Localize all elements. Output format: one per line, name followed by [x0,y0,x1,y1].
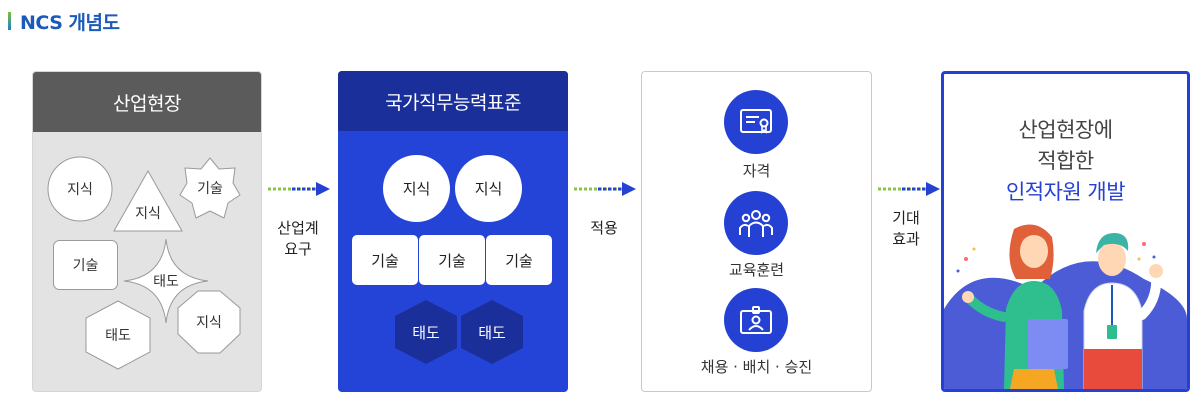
shape-label: 기술 [72,258,99,274]
certification-label: 자격 [742,162,771,180]
industry-field-header: 산업현장 [33,72,261,132]
industry-demand-label: 산업계 요구 [266,218,330,260]
knowledge-octagon-shape: 지식 [177,290,241,354]
application-label: 적용 [590,219,618,237]
attitude-label: 태도 [412,323,440,342]
ncs-standard-header: 국가직무능력표준 [338,71,568,131]
shape-label: 지식 [196,315,222,331]
skill-box: 기술 [419,235,485,285]
attitude-hexagon: 태도 [460,299,524,365]
knowledge-circle: 지식 [455,155,522,222]
arrow-right-icon [268,181,330,196]
arrow-label-line: 요구 [284,240,312,258]
shape-label: 태도 [105,328,131,344]
page-title: NCS 개념도 [8,10,120,34]
skill-box: 기술 [486,235,552,285]
result-line: 산업현장에 [1018,118,1113,142]
arrow-label-line: 효과 [892,230,920,248]
title-accent-bar [8,12,11,30]
education-training-label: 교육훈련 [728,261,785,279]
knowledge-circle-shape: 지식 [47,156,113,222]
arrow-right-icon [574,181,636,196]
attitude-astroid-shape: 태도 [123,238,209,324]
arrow-right-icon [878,181,940,196]
page-title-text: NCS 개념도 [20,11,120,34]
shape-label: 지식 [67,182,93,198]
expected-effect-label: 기대 효과 [874,208,938,250]
arrow-label-line: 기대 [892,209,920,227]
attitude-label: 태도 [478,323,506,342]
knowledge-circle: 지식 [383,155,450,222]
shape-label: 태도 [153,274,179,290]
skill-box: 기술 [352,235,418,285]
ncs-standard-panel: 국가직무능력표준 지식 지식 기술 기술 기술 태도 태도 [338,71,568,392]
people-group-icon [724,191,788,255]
knowledge-triangle-shape: 지식 [113,170,183,232]
id-badge-icon [724,288,788,352]
shape-label: 기술 [197,181,223,197]
certificate-icon [724,90,788,154]
shape-label: 지식 [135,206,161,222]
people-illustration [944,224,1187,389]
industry-field-panel: 산업현장 지식 지식 기술 기술 태도 태도 지식 [32,71,262,392]
result-line: 적합한 [1037,149,1094,173]
arrow-label-line: 산업계 [277,219,319,237]
application-panel: 자격 교육훈련 채용 · 배치 · 승진 [641,71,872,392]
result-line-highlight: 인적자원 개발 [1005,180,1126,204]
skill-star-shape: 기술 [179,156,241,220]
result-panel: 산업현장에 적합한 인적자원 개발 [941,71,1190,392]
attitude-hexagon: 태도 [394,299,458,365]
attitude-hexagon-shape: 태도 [85,300,151,370]
hiring-placement-promotion-label: 채용 · 배치 · 승진 [700,358,813,376]
skill-square-shape: 기술 [53,240,118,290]
